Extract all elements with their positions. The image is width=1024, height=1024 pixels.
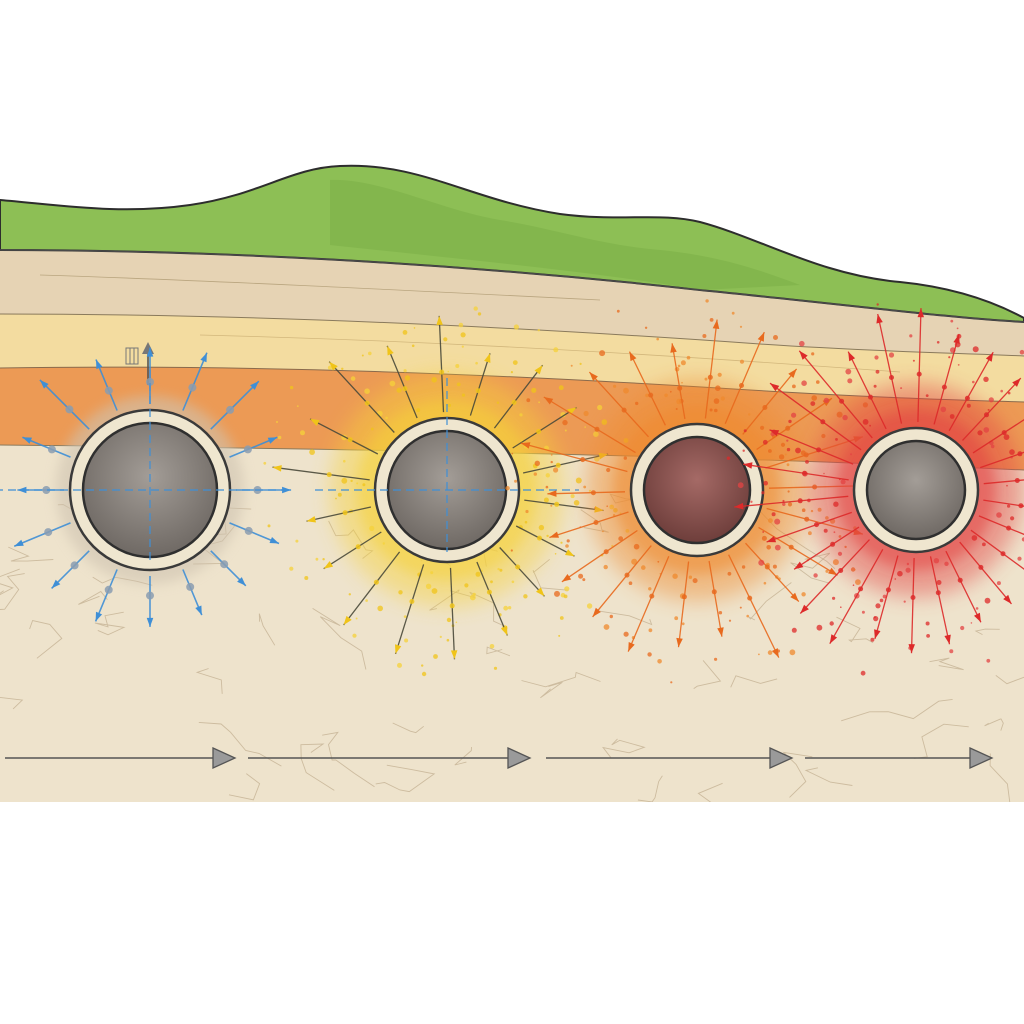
tunnel-stage-severe — [726, 303, 1024, 676]
stress-rays — [734, 308, 1024, 654]
crosshair — [315, 378, 579, 552]
stress-rays — [272, 315, 609, 660]
tunnel-stages — [0, 299, 1024, 684]
tunnel-stage-high — [505, 299, 878, 684]
topsoil-layer — [0, 250, 1024, 356]
tunnel-bore — [865, 439, 967, 541]
right-arrow-icon — [248, 746, 532, 770]
right-arrow-icon — [546, 746, 794, 770]
stress-rays — [520, 319, 878, 658]
stress-particles — [263, 306, 630, 677]
tunnel-bore — [642, 435, 752, 545]
tunnel-stage-low — [0, 347, 292, 627]
crosshair — [0, 370, 290, 560]
stress-particles — [726, 303, 1024, 676]
right-arrow-icon — [805, 746, 994, 770]
progression-arrows — [5, 746, 994, 770]
tunnel-stage-moderate — [263, 306, 630, 677]
right-arrow-icon — [5, 746, 237, 770]
sand-layer — [0, 312, 1024, 402]
